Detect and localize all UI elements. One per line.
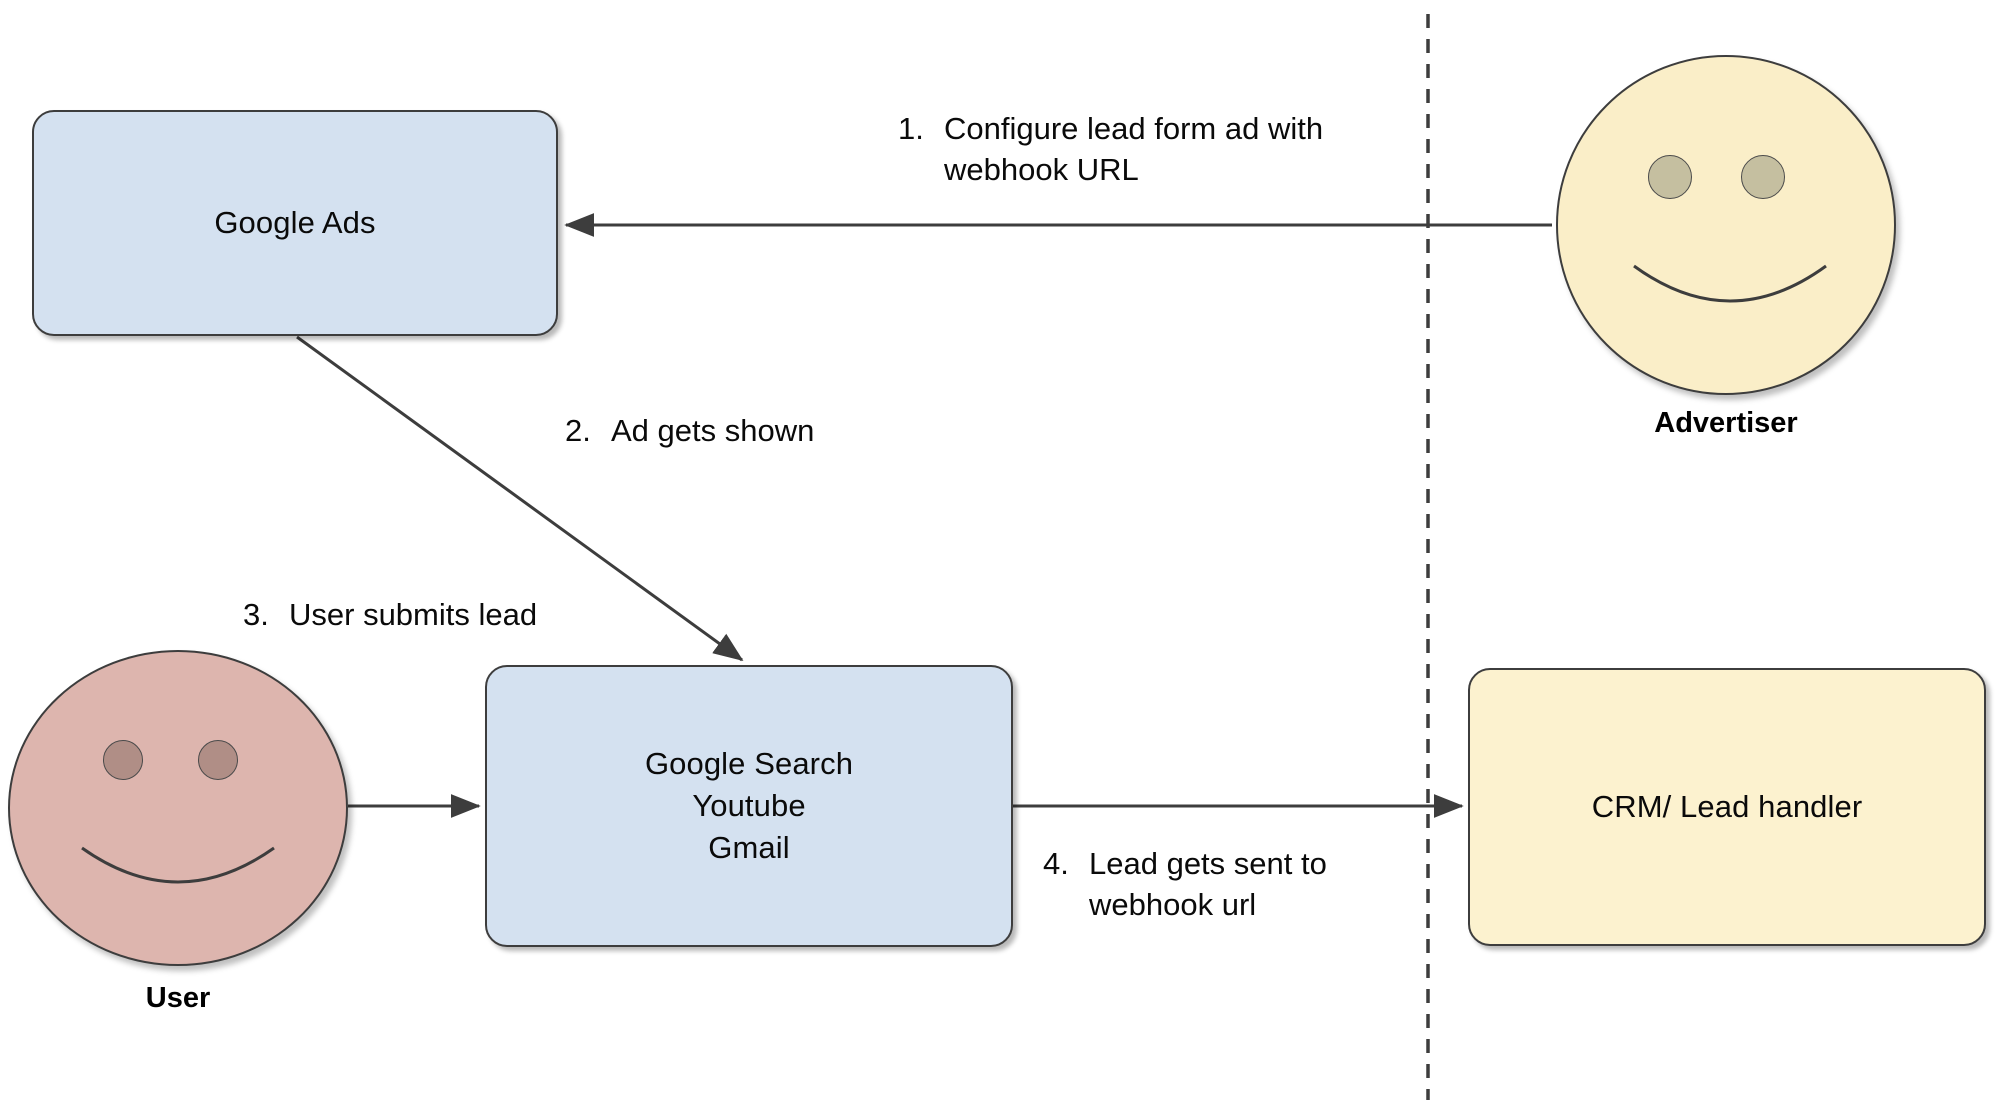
user-left-eye-icon (103, 740, 143, 780)
node-google-surfaces-label: Google Search Youtube Gmail (644, 746, 854, 865)
node-user[interactable]: User (8, 650, 348, 1050)
step-label-4: 4. Lead gets sent to webhook url (1043, 843, 1327, 925)
arrow-google-ads-to-surfaces (296, 335, 744, 662)
advertiser-right-eye-icon (1741, 155, 1785, 199)
step-1-number: 1. (898, 111, 924, 146)
step-label-1: 1. Configure lead form ad with webhook UR… (898, 108, 1323, 190)
node-crm-lead-handler[interactable]: CRM/ Lead handler (1468, 668, 1986, 946)
step-label-2: 2. Ad gets shown (565, 410, 814, 451)
step-label-3: 3. User submits lead (243, 594, 537, 635)
step-4-number: 4. (1043, 846, 1069, 881)
user-right-eye-icon (198, 740, 238, 780)
node-crm-lead-handler-label: CRM/ Lead handler (1591, 789, 1863, 824)
step-4-text: Lead gets sent to webhook url (1089, 846, 1327, 922)
advertiser-left-eye-icon (1648, 155, 1692, 199)
node-google-ads[interactable]: Google Ads (32, 110, 558, 336)
advertiser-face-circle (1556, 55, 1896, 395)
node-google-surfaces[interactable]: Google Search Youtube Gmail (485, 665, 1013, 947)
step-1-text: Configure lead form ad with webhook URL (944, 111, 1324, 187)
user-smile-icon (81, 846, 275, 884)
advertiser-smile-icon (1633, 264, 1827, 303)
advertiser-caption: Advertiser (1654, 407, 1798, 439)
step-2-number: 2. (565, 413, 591, 448)
node-google-ads-label: Google Ads (214, 205, 376, 240)
user-face-circle (8, 650, 348, 966)
node-advertiser[interactable]: Advertiser (1556, 55, 1896, 455)
user-caption: User (145, 982, 211, 1014)
step-3-number: 3. (243, 597, 269, 632)
step-2-text: Ad gets shown (611, 413, 815, 448)
step-3-text: User submits lead (289, 597, 538, 632)
